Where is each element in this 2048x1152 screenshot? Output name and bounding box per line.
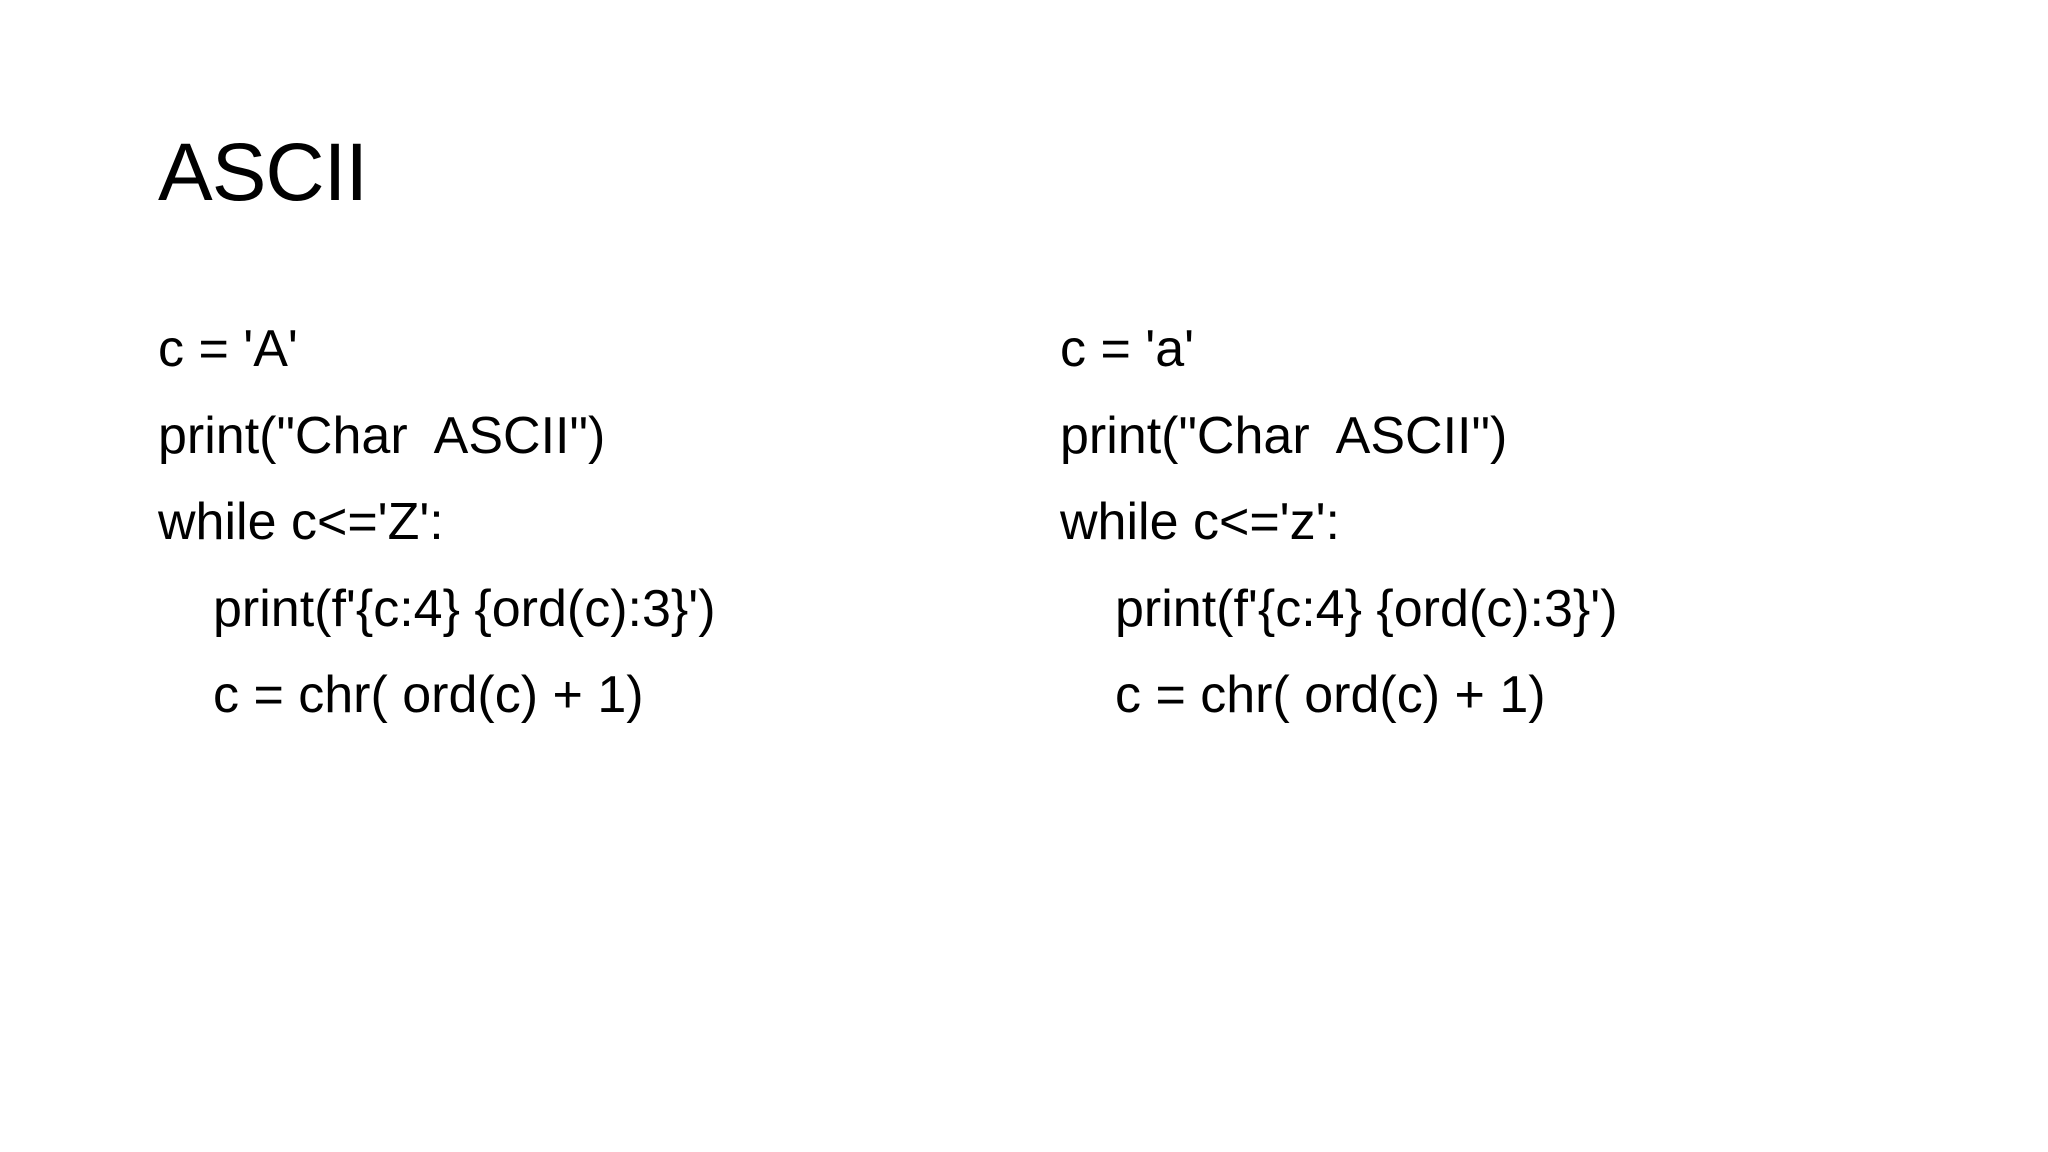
right-code-block: c = 'a' print("Char ASCII") while c<='z'…	[1060, 306, 1920, 739]
code-line: print("Char ASCII")	[158, 406, 606, 465]
code-line-indented: print(f'{c:4} {ord(c):3}')	[1115, 579, 1618, 638]
code-line: c = 'A'	[158, 320, 298, 378]
code-line-indented: c = chr( ord(c) + 1)	[1115, 666, 1546, 724]
code-line: while c<='Z':	[158, 493, 444, 551]
code-line: while c<='z':	[1060, 493, 1340, 551]
code-line-indented: c = chr( ord(c) + 1)	[213, 666, 644, 724]
code-line-indented: print(f'{c:4} {ord(c):3}')	[213, 579, 716, 638]
slide-title: ASCII	[158, 127, 368, 218]
code-line: print("Char ASCII")	[1060, 406, 1508, 465]
left-code-block: c = 'A' print("Char ASCII") while c<='Z'…	[158, 306, 1018, 739]
code-line: c = 'a'	[1060, 320, 1195, 378]
